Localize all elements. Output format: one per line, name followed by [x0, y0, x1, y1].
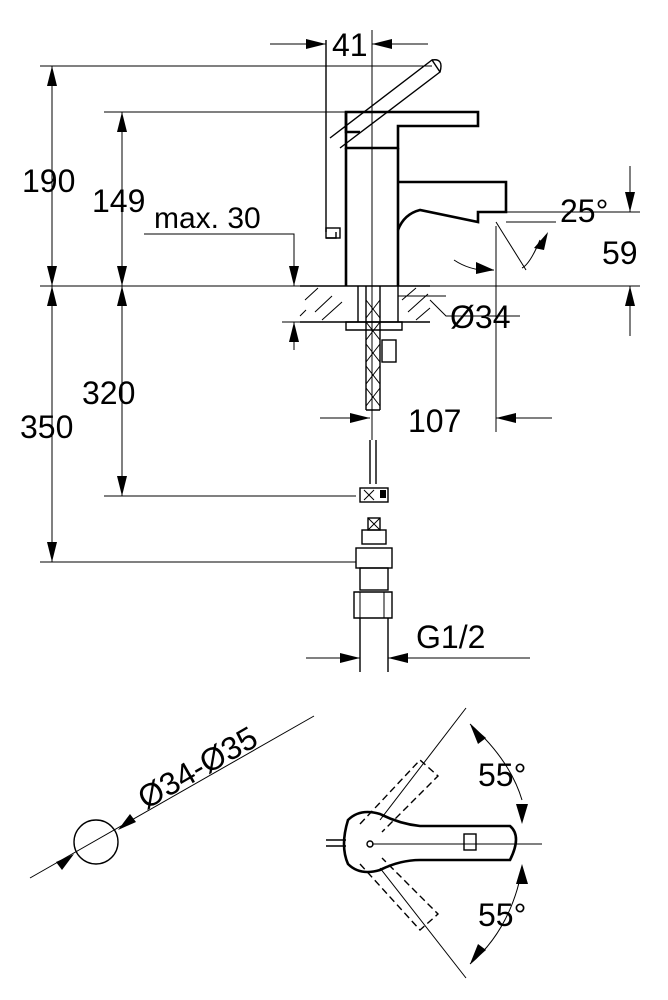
faucet-side-view	[325, 30, 508, 290]
dim-107-label: 107	[408, 403, 461, 439]
dim-angle55-bottom-label: 55°	[478, 897, 526, 933]
hose-assembly	[353, 440, 393, 672]
faucet-top-view	[326, 707, 542, 979]
dim-dia34-label: Ø34	[450, 299, 510, 335]
dim-hole-range-label: Ø34-Ø35	[132, 719, 264, 816]
dim-max30-label: max. 30	[154, 202, 261, 235]
dimension-lines	[40, 39, 640, 663]
dim-thread-label: G1/2	[416, 619, 485, 655]
dim-350-label: 350	[20, 409, 73, 445]
dim-angle55-top-label: 55°	[478, 757, 526, 793]
mounting-hole-detail	[29, 715, 315, 879]
dim-41-label: 41	[332, 27, 368, 63]
countertop-section	[299, 285, 520, 411]
dim-angle25-label: 25°	[560, 193, 608, 229]
dim-320-label: 320	[82, 375, 135, 411]
dim-149-label: 149	[92, 183, 145, 219]
dimension-labels: 41 190 149 max. 30 25° 59 Ø34 320 350 10…	[20, 27, 638, 933]
dim-59-label: 59	[602, 235, 638, 271]
dim-190-label: 190	[22, 163, 75, 199]
